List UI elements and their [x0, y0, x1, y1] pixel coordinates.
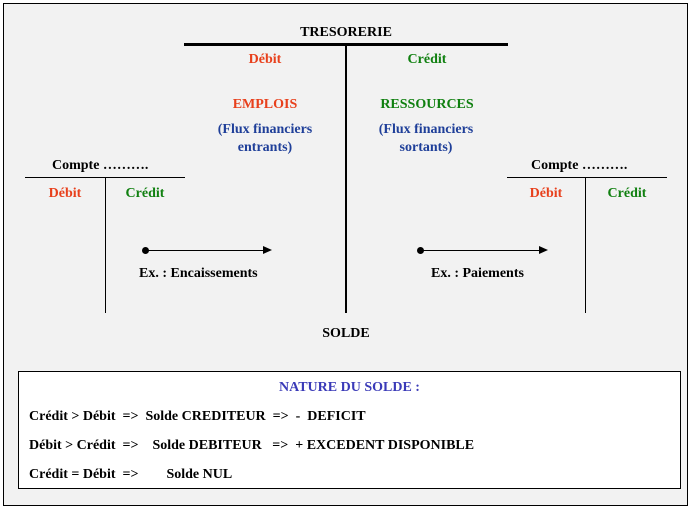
left-arrow-shaft — [146, 250, 264, 251]
emplois-desc-line1: (Flux financiers — [217, 122, 313, 137]
tresorerie-debit-label: Débit — [248, 52, 282, 67]
ressources-desc-line1: (Flux financiers — [378, 122, 474, 137]
emplois-desc-line2: entrants) — [237, 140, 293, 155]
tresorerie-title: TRESORERIE — [300, 25, 392, 40]
left-account-debit-label: Débit — [48, 186, 82, 201]
tresorerie-vertical-line — [345, 44, 347, 313]
right-account-title: Compte ………. — [531, 158, 628, 173]
left-arrow-start-dot — [142, 247, 149, 254]
right-arrow-start-dot — [417, 247, 424, 254]
solde-label: SOLDE — [322, 326, 370, 341]
right-account-credit-label: Crédit — [607, 186, 647, 201]
ressources-desc-line2: sortants) — [399, 140, 453, 155]
nature-row-debiteur: Débit > Crédit => Solde DEBITEUR => + EX… — [29, 438, 475, 453]
ressources-label: RESSOURCES — [380, 97, 474, 112]
nature-row-crediteur: Crédit > Débit => Solde CREDITEUR => - D… — [29, 409, 366, 424]
right-account-top-line — [507, 177, 667, 178]
emplois-label: EMPLOIS — [232, 97, 298, 112]
tresorerie-credit-label: Crédit — [407, 52, 447, 67]
left-arrow-head-icon — [263, 246, 272, 254]
left-account-title: Compte ………. — [52, 158, 149, 173]
left-account-example: Ex. : Encaissements — [139, 266, 258, 281]
right-account-debit-label: Débit — [529, 186, 563, 201]
right-account-vertical-line — [585, 177, 586, 313]
left-account-credit-label: Crédit — [125, 186, 165, 201]
left-account-vertical-line — [105, 177, 106, 313]
nature-row-nul: Crédit = Débit => Solde NUL — [29, 467, 233, 482]
right-arrow-head-icon — [539, 246, 548, 254]
nature-du-solde-box: NATURE DU SOLDE : Crédit > Débit => Sold… — [18, 371, 681, 489]
nature-du-solde-title: NATURE DU SOLDE : — [279, 380, 420, 395]
right-account-example: Ex. : Paiements — [431, 266, 524, 281]
right-arrow-shaft — [421, 250, 540, 251]
